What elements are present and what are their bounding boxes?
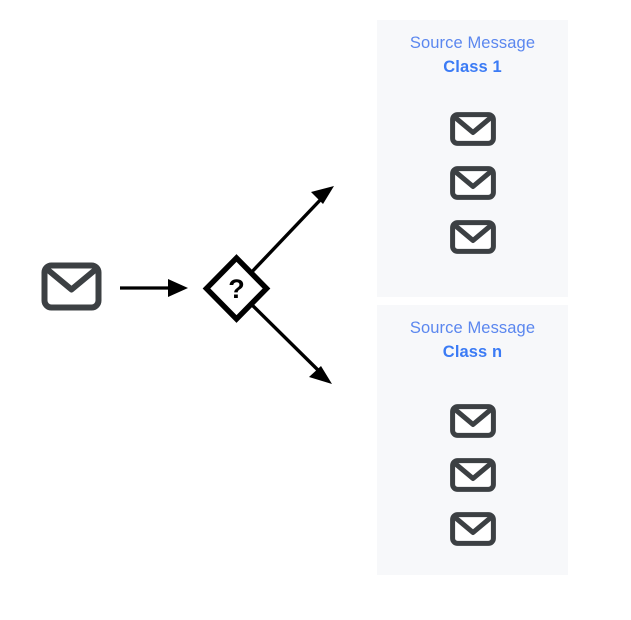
- class-panel-title: Source Message: [409, 34, 536, 52]
- envelope-icon: [449, 112, 496, 146]
- envelope-icon: [449, 166, 496, 200]
- arrow-decision-to-class-1: [245, 186, 334, 279]
- input-envelope-icon: [41, 262, 102, 311]
- class-panel-heading: Source Message Class n: [377, 305, 568, 365]
- envelope-icon: [449, 404, 496, 438]
- envelope-icon: [449, 220, 496, 254]
- arrow-input-to-decision: [120, 279, 188, 297]
- decision-diamond[interactable]: ?: [202, 254, 271, 323]
- class-panel-title: Source Message: [409, 319, 536, 337]
- class-panel-subtitle: Class n: [442, 342, 503, 361]
- arrow-decision-to-class-n: [245, 298, 332, 384]
- message-list: [377, 404, 568, 546]
- flow-graphics: ?: [41, 186, 334, 384]
- class-panel-class-n: Source Message Class n: [377, 305, 568, 575]
- message-list: [377, 112, 568, 254]
- class-panel-subtitle: Class 1: [443, 57, 502, 76]
- envelope-icon: [449, 512, 496, 546]
- class-panel-heading: Source Message Class 1: [377, 20, 568, 80]
- decision-question-mark: ?: [228, 274, 245, 304]
- class-panel-class-1: Source Message Class 1: [377, 20, 568, 297]
- envelope-icon: [449, 458, 496, 492]
